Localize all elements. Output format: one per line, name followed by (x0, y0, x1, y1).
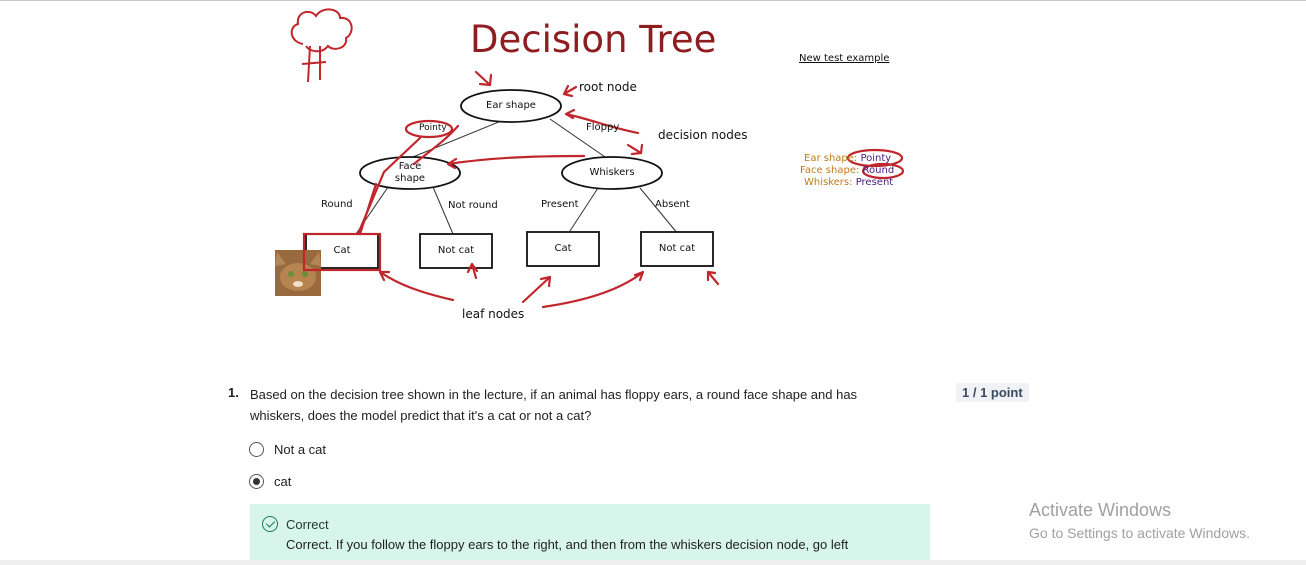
tree-doodle-icon (290, 8, 353, 83)
test-key-ear-shape: Ear shape: (804, 153, 858, 164)
edge-label-present: Present (541, 199, 579, 210)
option-cat[interactable]: cat (249, 474, 291, 489)
radio-not-a-cat[interactable] (249, 442, 264, 457)
option-not-a-cat[interactable]: Not a cat (249, 442, 326, 457)
leaf-not-cat-1: Not cat (437, 245, 475, 256)
leaf-cat-1: Cat (333, 245, 351, 256)
top-border (0, 0, 1306, 1)
edge-label-not-round: Not round (448, 200, 498, 211)
test-value-face-shape: Round (862, 165, 895, 176)
feedback-title: Correct (286, 517, 329, 532)
edge-label-round: Round (321, 199, 353, 210)
check-circle-icon (262, 516, 278, 532)
leaf-not-cat-2: Not cat (658, 243, 696, 254)
feedback-text: Correct. If you follow the floppy ears t… (286, 537, 849, 552)
test-key-whiskers: Whiskers: (804, 177, 853, 188)
question-number: 1. (228, 385, 239, 400)
test-row-whiskers: Whiskers: Present (804, 177, 893, 188)
activate-windows-subtitle: Go to Settings to activate Windows. (1029, 525, 1250, 541)
lecture-slide-image: Decision Tree Ear shape Face shape Whisk… (248, 2, 928, 322)
face-shape-label-line2: shape (394, 173, 426, 184)
points-badge: 1 / 1 point (956, 383, 1029, 402)
edge-label-pointy: Pointy (419, 123, 447, 133)
edge-label-absent: Absent (655, 199, 690, 210)
edge-label-floppy: Floppy (586, 122, 620, 133)
radio-cat[interactable] (249, 474, 264, 489)
annotation-decision-nodes: decision nodes (658, 128, 748, 142)
test-row-ear-shape: Ear shape: Pointy (804, 153, 891, 164)
question-text: Based on the decision tree shown in the … (250, 387, 858, 423)
face-shape-label-line1: Face (398, 161, 422, 172)
new-test-example-heading: New test example (799, 53, 890, 64)
bottom-border (0, 560, 1306, 565)
leaf-cat-2: Cat (554, 243, 572, 254)
annotation-leaf-nodes: leaf nodes (462, 307, 525, 321)
option-label: cat (274, 474, 292, 489)
test-row-face-shape: Face shape: Round (800, 165, 894, 176)
whiskers-node-label: Whiskers (589, 167, 635, 178)
feedback-box: Correct Correct. If you follow the flopp… (250, 504, 930, 560)
test-value-ear-shape: Pointy (860, 153, 892, 164)
face-shape-node-label: Face shape (374, 161, 446, 185)
cat-icon (275, 250, 321, 296)
slide-title: Decision Tree (470, 18, 717, 61)
annotation-root-node: root node (579, 80, 637, 94)
test-key-face-shape: Face shape: (800, 165, 860, 176)
activate-windows-title: Activate Windows (1029, 500, 1172, 520)
option-label: Not a cat (274, 442, 327, 457)
test-value-whiskers: Present (855, 177, 894, 188)
decision-tree-diagram (275, 8, 905, 309)
root-node-label: Ear shape (486, 100, 536, 111)
